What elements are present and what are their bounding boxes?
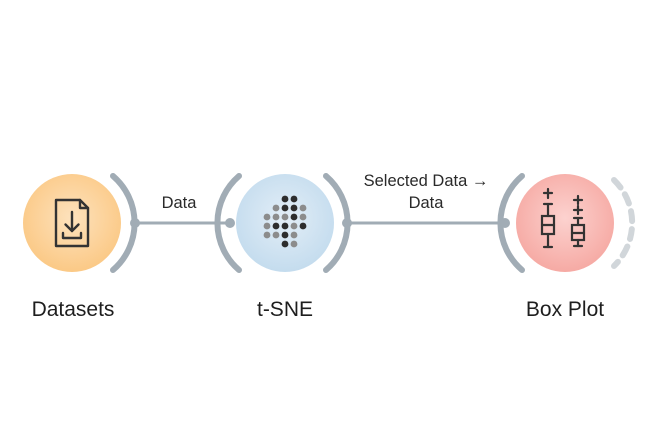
boxplot-output-channel-arc[interactable] <box>611 177 636 269</box>
tsne-input-anchor[interactable] <box>225 218 235 228</box>
boxplot-node-circle[interactable] <box>516 174 614 272</box>
datasets-output-anchor[interactable] <box>130 218 140 228</box>
tsne-dot-grid-icon <box>263 195 307 248</box>
boxplot-input-anchor[interactable] <box>500 218 510 228</box>
node-boxplot[interactable] <box>497 173 636 273</box>
box-plot-icon <box>540 187 586 249</box>
link-label-tsne-boxplot-line2: Data <box>408 194 444 212</box>
node-label-tsne: t-SNE <box>256 298 313 321</box>
node-label-boxplot: Box Plot <box>525 298 605 321</box>
node-tsne[interactable] <box>214 173 352 273</box>
link-label-tsne-boxplot-line1: Selected Data → <box>363 172 489 190</box>
link-label-tsne-boxplot: Selected Data → Data <box>336 170 516 214</box>
tsne-input-channel-arc[interactable] <box>214 173 242 273</box>
link-label-datasets-tsne: Data <box>161 194 197 212</box>
tsne-output-anchor[interactable] <box>342 218 352 228</box>
node-datasets[interactable] <box>23 173 140 273</box>
datasets-download-icon <box>54 198 90 248</box>
node-label-datasets: Datasets <box>31 298 115 321</box>
